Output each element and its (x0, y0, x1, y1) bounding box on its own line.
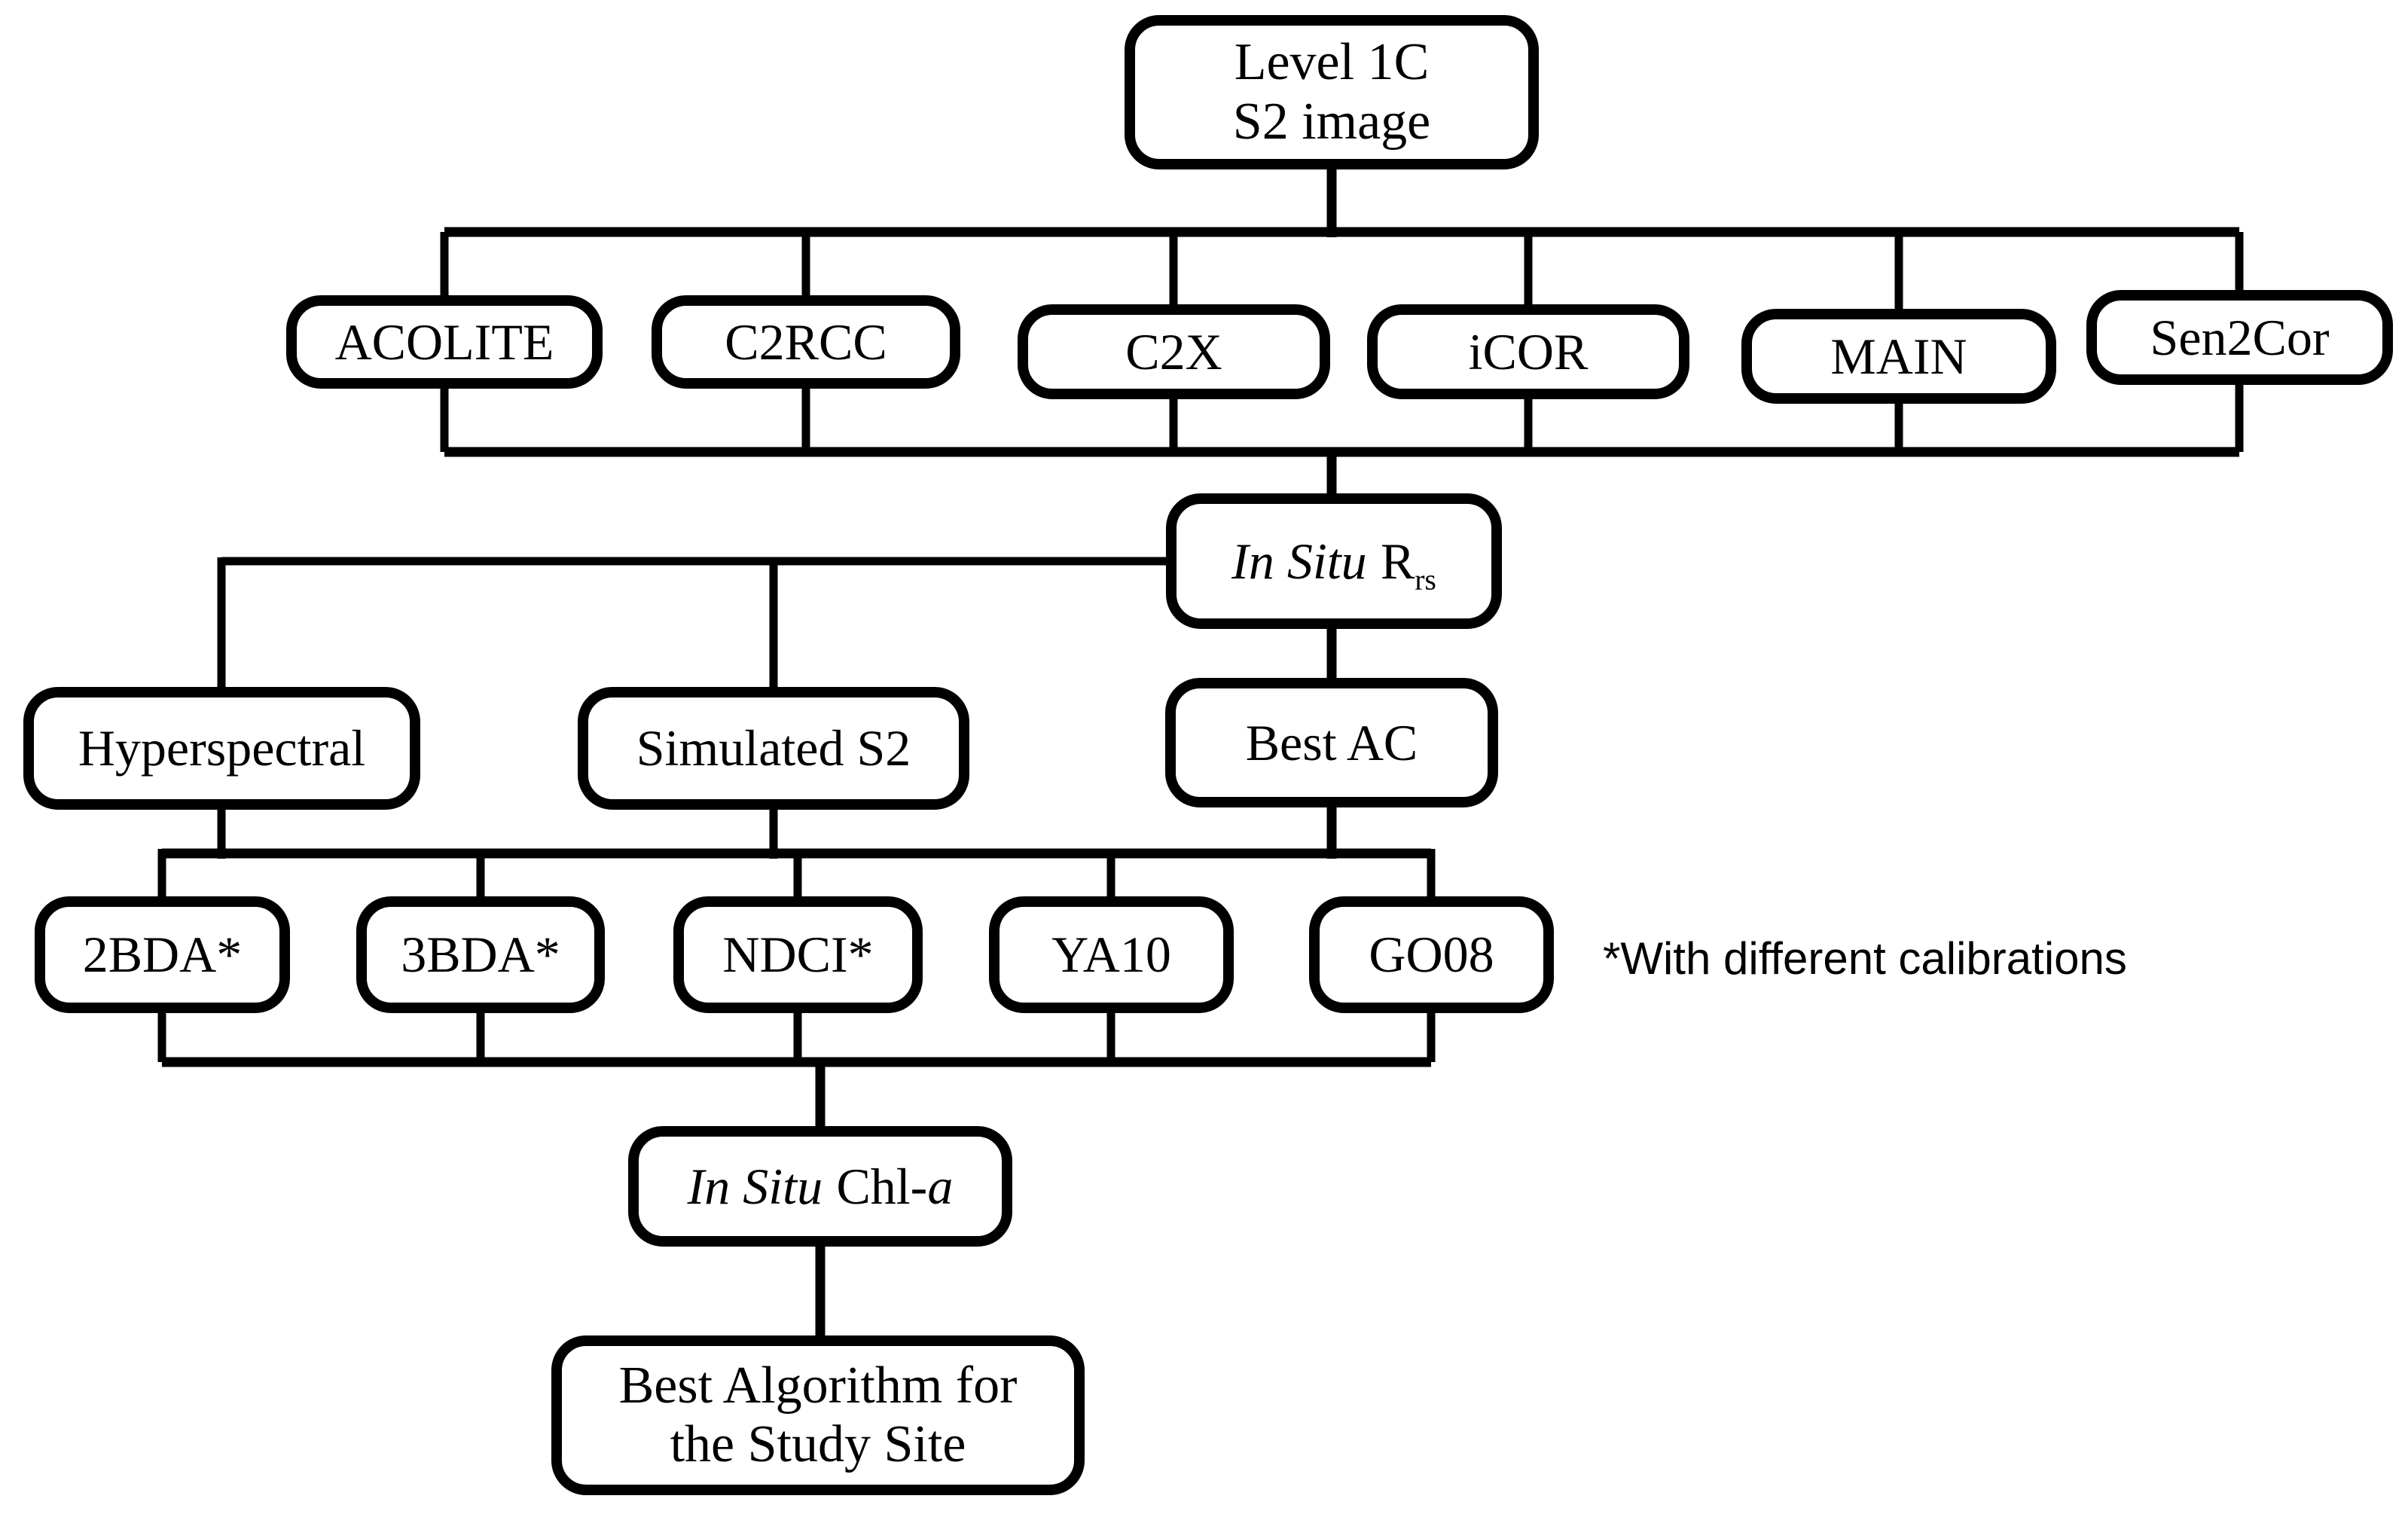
node-c2x: C2X (1018, 304, 1330, 399)
node-sen2cor: Sen2Cor (2086, 290, 2393, 385)
node-ya10: YA10 (989, 896, 1234, 1013)
node-simulated-s2: Simulated S2 (578, 687, 969, 810)
node-go08: GO08 (1309, 896, 1554, 1013)
node-label: Sen2Cor (2150, 308, 2330, 366)
calibration-note: *With different calibrations (1603, 933, 2127, 984)
node-label: GO08 (1369, 926, 1494, 984)
node-2bda: 2BDA* (35, 896, 290, 1013)
node-3bda: 3BDA* (356, 896, 605, 1013)
node-hyperspectral: Hyperspectral (23, 687, 420, 810)
node-main: MAIN (1741, 309, 2056, 404)
node-label: 2BDA* (82, 926, 243, 984)
node-label: Best Algorithm for the Study Site (618, 1356, 1018, 1473)
node-label: Best AC (1245, 713, 1418, 771)
node-icor: iCOR (1367, 304, 1689, 399)
node-label: ACOLITE (334, 313, 554, 371)
node-label: NDCI* (722, 926, 874, 984)
node-label: 3BDA* (401, 926, 560, 984)
node-label: iCOR (1468, 322, 1589, 380)
node-label: C2RCC (725, 313, 887, 371)
node-best-algorithm: Best Algorithm for the Study Site (551, 1335, 1085, 1495)
node-label: YA10 (1051, 926, 1171, 984)
node-label: Simulated S2 (636, 719, 911, 777)
node-label: C2X (1125, 322, 1222, 380)
node-c2rcc: C2RCC (652, 295, 960, 389)
node-acolite: ACOLITE (286, 295, 603, 389)
node-label: Level 1C S2 image (1232, 33, 1431, 151)
node-label: MAIN (1830, 327, 1967, 385)
node-level1c-s2-image: Level 1C S2 image (1125, 15, 1539, 169)
node-best-ac: Best AC (1165, 678, 1498, 807)
node-ndci: NDCI* (673, 896, 923, 1013)
node-label: Hyperspectral (78, 719, 366, 777)
